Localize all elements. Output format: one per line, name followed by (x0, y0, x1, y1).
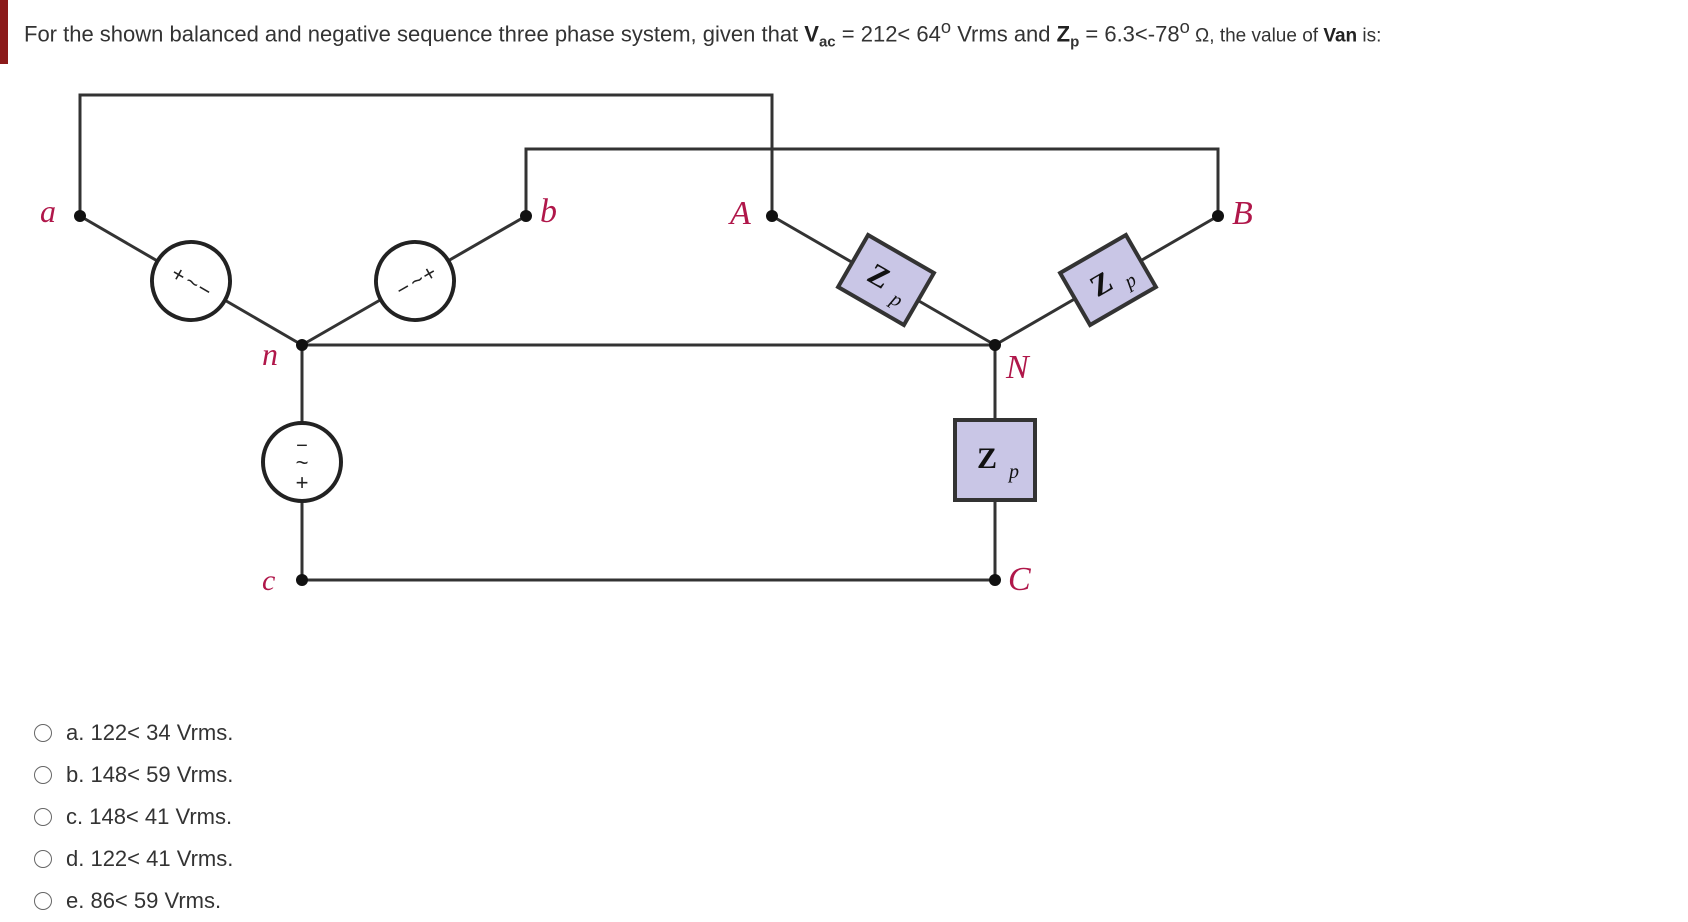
source-b: − ~ + (374, 240, 456, 322)
option-b[interactable]: b. 148< 59 Vrms. (34, 754, 233, 796)
radio-icon[interactable] (34, 808, 52, 826)
radio-icon[interactable] (34, 850, 52, 868)
wire-b-B (524, 147, 1220, 216)
node-A (766, 210, 778, 222)
question-text: For the shown balanced and negative sequ… (24, 16, 1382, 51)
option-e[interactable]: e. 86< 59 Vrms. (34, 880, 233, 922)
option-d[interactable]: d. 122< 41 Vrms. (34, 838, 233, 880)
impedance-C: Z p (953, 418, 1037, 502)
impedance-B: Z p (1057, 232, 1159, 328)
option-a[interactable]: a. 122< 34 Vrms. (34, 712, 233, 754)
label-C: C (1008, 561, 1031, 598)
svg-text:+: + (296, 470, 309, 495)
svg-text:~: ~ (296, 450, 309, 475)
label-a: a (40, 193, 56, 229)
svg-text:p: p (1007, 461, 1019, 483)
label-N: N (1005, 349, 1031, 386)
label-c: c (262, 564, 275, 597)
option-label: d. 122< 41 Vrms. (66, 846, 234, 871)
node-b (520, 210, 532, 222)
svg-text:Z: Z (977, 442, 997, 475)
wire-a-A (78, 93, 774, 216)
label-n: n (262, 336, 278, 372)
option-label: b. 148< 59 Vrms. (66, 762, 234, 787)
svg-text:−: − (296, 435, 308, 457)
source-a: + ~ − (150, 240, 232, 322)
label-b: b (540, 193, 557, 230)
option-label: c. 148< 41 Vrms. (66, 804, 233, 829)
option-label: e. 86< 59 Vrms. (66, 888, 222, 913)
answer-options: a. 122< 34 Vrms. b. 148< 59 Vrms. c. 148… (34, 712, 233, 922)
node-a (74, 210, 86, 222)
label-B: B (1232, 195, 1253, 232)
node-C (989, 574, 1001, 586)
label-A: A (728, 195, 751, 232)
impedance-A: Z p (835, 232, 937, 328)
radio-icon[interactable] (34, 766, 52, 784)
node-B (1212, 210, 1224, 222)
option-label: a. 122< 34 Vrms. (66, 720, 234, 745)
option-c[interactable]: c. 148< 41 Vrms. (34, 796, 233, 838)
node-n (296, 339, 308, 351)
radio-icon[interactable] (34, 724, 52, 742)
node-N (989, 339, 1001, 351)
source-c: − ~ + (261, 421, 343, 503)
radio-icon[interactable] (34, 892, 52, 910)
node-c (296, 574, 308, 586)
question-accent-bar (0, 0, 8, 64)
